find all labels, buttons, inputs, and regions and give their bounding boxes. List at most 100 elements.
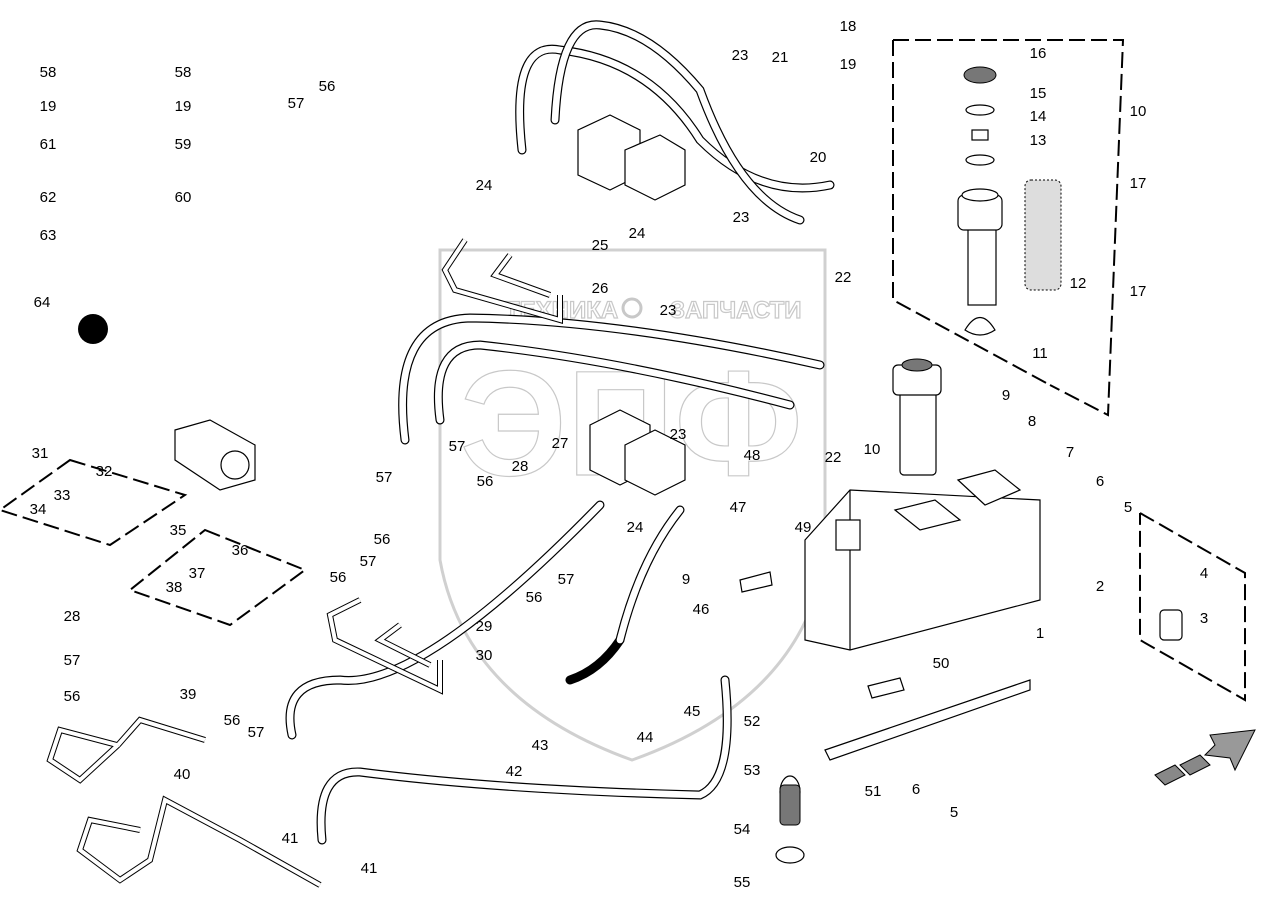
callout-44: 44	[637, 729, 654, 746]
callout-56: 56	[477, 473, 494, 490]
callout-9: 9	[682, 571, 690, 588]
callout-6: 6	[912, 781, 920, 798]
callout-17: 17	[1130, 175, 1147, 192]
callout-51: 51	[865, 783, 882, 800]
callout-35: 35	[170, 522, 187, 539]
callout-3: 3	[1200, 610, 1208, 627]
filter-group-frame	[893, 39, 1125, 417]
callout-56: 56	[374, 531, 391, 548]
callout-17: 17	[1130, 283, 1147, 300]
callout-23: 23	[660, 302, 677, 319]
callout-28: 28	[512, 458, 529, 475]
callout-22: 22	[825, 449, 842, 466]
callout-7: 7	[1066, 444, 1074, 461]
clamp-group-frame-35	[127, 528, 308, 627]
callout-62: 62	[40, 189, 57, 206]
callout-33: 33	[54, 487, 71, 504]
callout-48: 48	[744, 447, 761, 464]
callout-61: 61	[40, 136, 57, 153]
callout-21: 21	[772, 49, 789, 66]
callout-24: 24	[476, 177, 493, 194]
callout-11: 11	[1032, 345, 1048, 362]
callout-31: 31	[32, 445, 49, 462]
callout-39: 39	[180, 686, 197, 703]
callout-25: 25	[592, 237, 609, 254]
callout-49: 49	[795, 519, 812, 536]
callout-32: 32	[96, 463, 113, 480]
callout-23: 23	[733, 209, 750, 226]
callout-45: 45	[684, 703, 701, 720]
clamp-group-frame-31	[0, 458, 188, 547]
callout-20: 20	[810, 149, 827, 166]
callout-23: 23	[732, 47, 749, 64]
callout-57: 57	[64, 652, 81, 669]
callout-27: 27	[552, 435, 569, 452]
callout-43: 43	[532, 737, 549, 754]
callout-13: 13	[1030, 132, 1047, 149]
callout-4: 4	[1200, 565, 1208, 582]
callout-18: 18	[840, 18, 857, 35]
callout-34: 34	[30, 501, 47, 518]
fittings	[78, 314, 1256, 864]
hoses	[285, 20, 835, 845]
gear-icon	[621, 297, 643, 319]
callout-1: 1	[1036, 625, 1044, 642]
callout-57: 57	[360, 553, 377, 570]
callout-37: 37	[189, 565, 206, 582]
callout-38: 38	[166, 579, 183, 596]
callout-6: 6	[1096, 473, 1104, 490]
callout-5: 5	[950, 804, 958, 821]
valve-blocks	[174, 114, 686, 496]
callout-57: 57	[248, 724, 265, 741]
callout-10: 10	[1130, 103, 1147, 120]
callout-42: 42	[506, 763, 523, 780]
callout-57: 57	[558, 571, 575, 588]
callout-58: 58	[175, 64, 192, 81]
callout-53: 53	[744, 762, 761, 779]
part-64-dot	[78, 314, 108, 344]
callout-56: 56	[64, 688, 81, 705]
callout-15: 15	[1030, 85, 1047, 102]
callout-56: 56	[330, 569, 347, 586]
callout-12: 12	[1070, 275, 1087, 292]
callout-55: 55	[734, 874, 751, 891]
callout-24: 24	[627, 519, 644, 536]
callout-2: 2	[1096, 578, 1104, 595]
callout-58: 58	[40, 64, 57, 81]
callout-29: 29	[476, 618, 493, 635]
callout-5: 5	[1124, 499, 1132, 516]
callout-64: 64	[34, 294, 51, 311]
callout-16: 16	[1030, 45, 1047, 62]
callout-57: 57	[376, 469, 393, 486]
callout-56: 56	[319, 78, 336, 95]
callout-23: 23	[670, 426, 687, 443]
callout-10: 10	[864, 441, 881, 458]
callout-19: 19	[175, 98, 192, 115]
callout-28: 28	[64, 608, 81, 625]
callout-19: 19	[40, 98, 57, 115]
pipes	[46, 238, 563, 888]
return-filter	[892, 66, 1062, 476]
callout-57: 57	[288, 95, 305, 112]
callout-24: 24	[629, 225, 646, 242]
callout-41: 41	[361, 860, 378, 877]
watermark-right-text: ЗАПЧАСТИ	[670, 297, 802, 324]
callout-50: 50	[933, 655, 950, 672]
callout-26: 26	[592, 280, 609, 297]
group-frames	[0, 39, 1246, 702]
callout-63: 63	[40, 227, 57, 244]
callout-57: 57	[449, 438, 466, 455]
callout-labels: 5819616263645819596056571819212016151413…	[30, 18, 1209, 891]
callout-36: 36	[232, 542, 249, 559]
callout-54: 54	[734, 821, 751, 838]
callout-19: 19	[840, 56, 857, 73]
hydraulic-tank	[739, 469, 1041, 761]
callout-40: 40	[174, 766, 191, 783]
callout-14: 14	[1030, 108, 1047, 125]
callout-46: 46	[693, 601, 710, 618]
callout-30: 30	[476, 647, 493, 664]
callout-59: 59	[175, 136, 192, 153]
callout-8: 8	[1028, 413, 1036, 430]
